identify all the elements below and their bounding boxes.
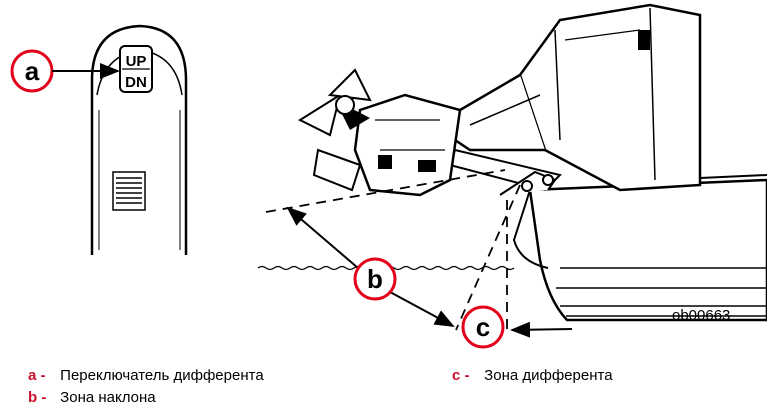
- legend-text-b: Зона наклона: [60, 389, 156, 406]
- legend-text-a: Переключатель дифферента: [60, 367, 264, 384]
- legend-item-c: c - Зона дифферента: [452, 367, 613, 384]
- svg-text:a: a: [25, 56, 40, 86]
- down-label: DN: [125, 74, 147, 91]
- boat-hull: [512, 174, 767, 322]
- legend-item-b: b - Зона наклона: [28, 389, 156, 406]
- outboard-motor: [297, 3, 702, 197]
- propeller: [297, 68, 372, 137]
- legend-key-b: b -: [28, 389, 47, 406]
- legend-key-c: c -: [452, 367, 470, 384]
- up-label: UP: [126, 53, 147, 70]
- callout-b: b: [286, 206, 455, 327]
- svg-text:b: b: [367, 264, 383, 294]
- callout-a: a: [10, 49, 120, 93]
- grip-pad: [112, 171, 146, 211]
- callout-c: c: [461, 305, 573, 349]
- legend-text-c: Зона дифферента: [484, 367, 613, 384]
- figure-reference: ob00663: [672, 307, 731, 324]
- trim-switch-handle: UP DN: [90, 24, 188, 255]
- legend-item-a: a - Переключатель дифферента: [28, 367, 264, 384]
- svg-text:c: c: [476, 312, 490, 342]
- legend-key-a: a -: [28, 367, 46, 384]
- tilt-range-lines: [265, 169, 521, 335]
